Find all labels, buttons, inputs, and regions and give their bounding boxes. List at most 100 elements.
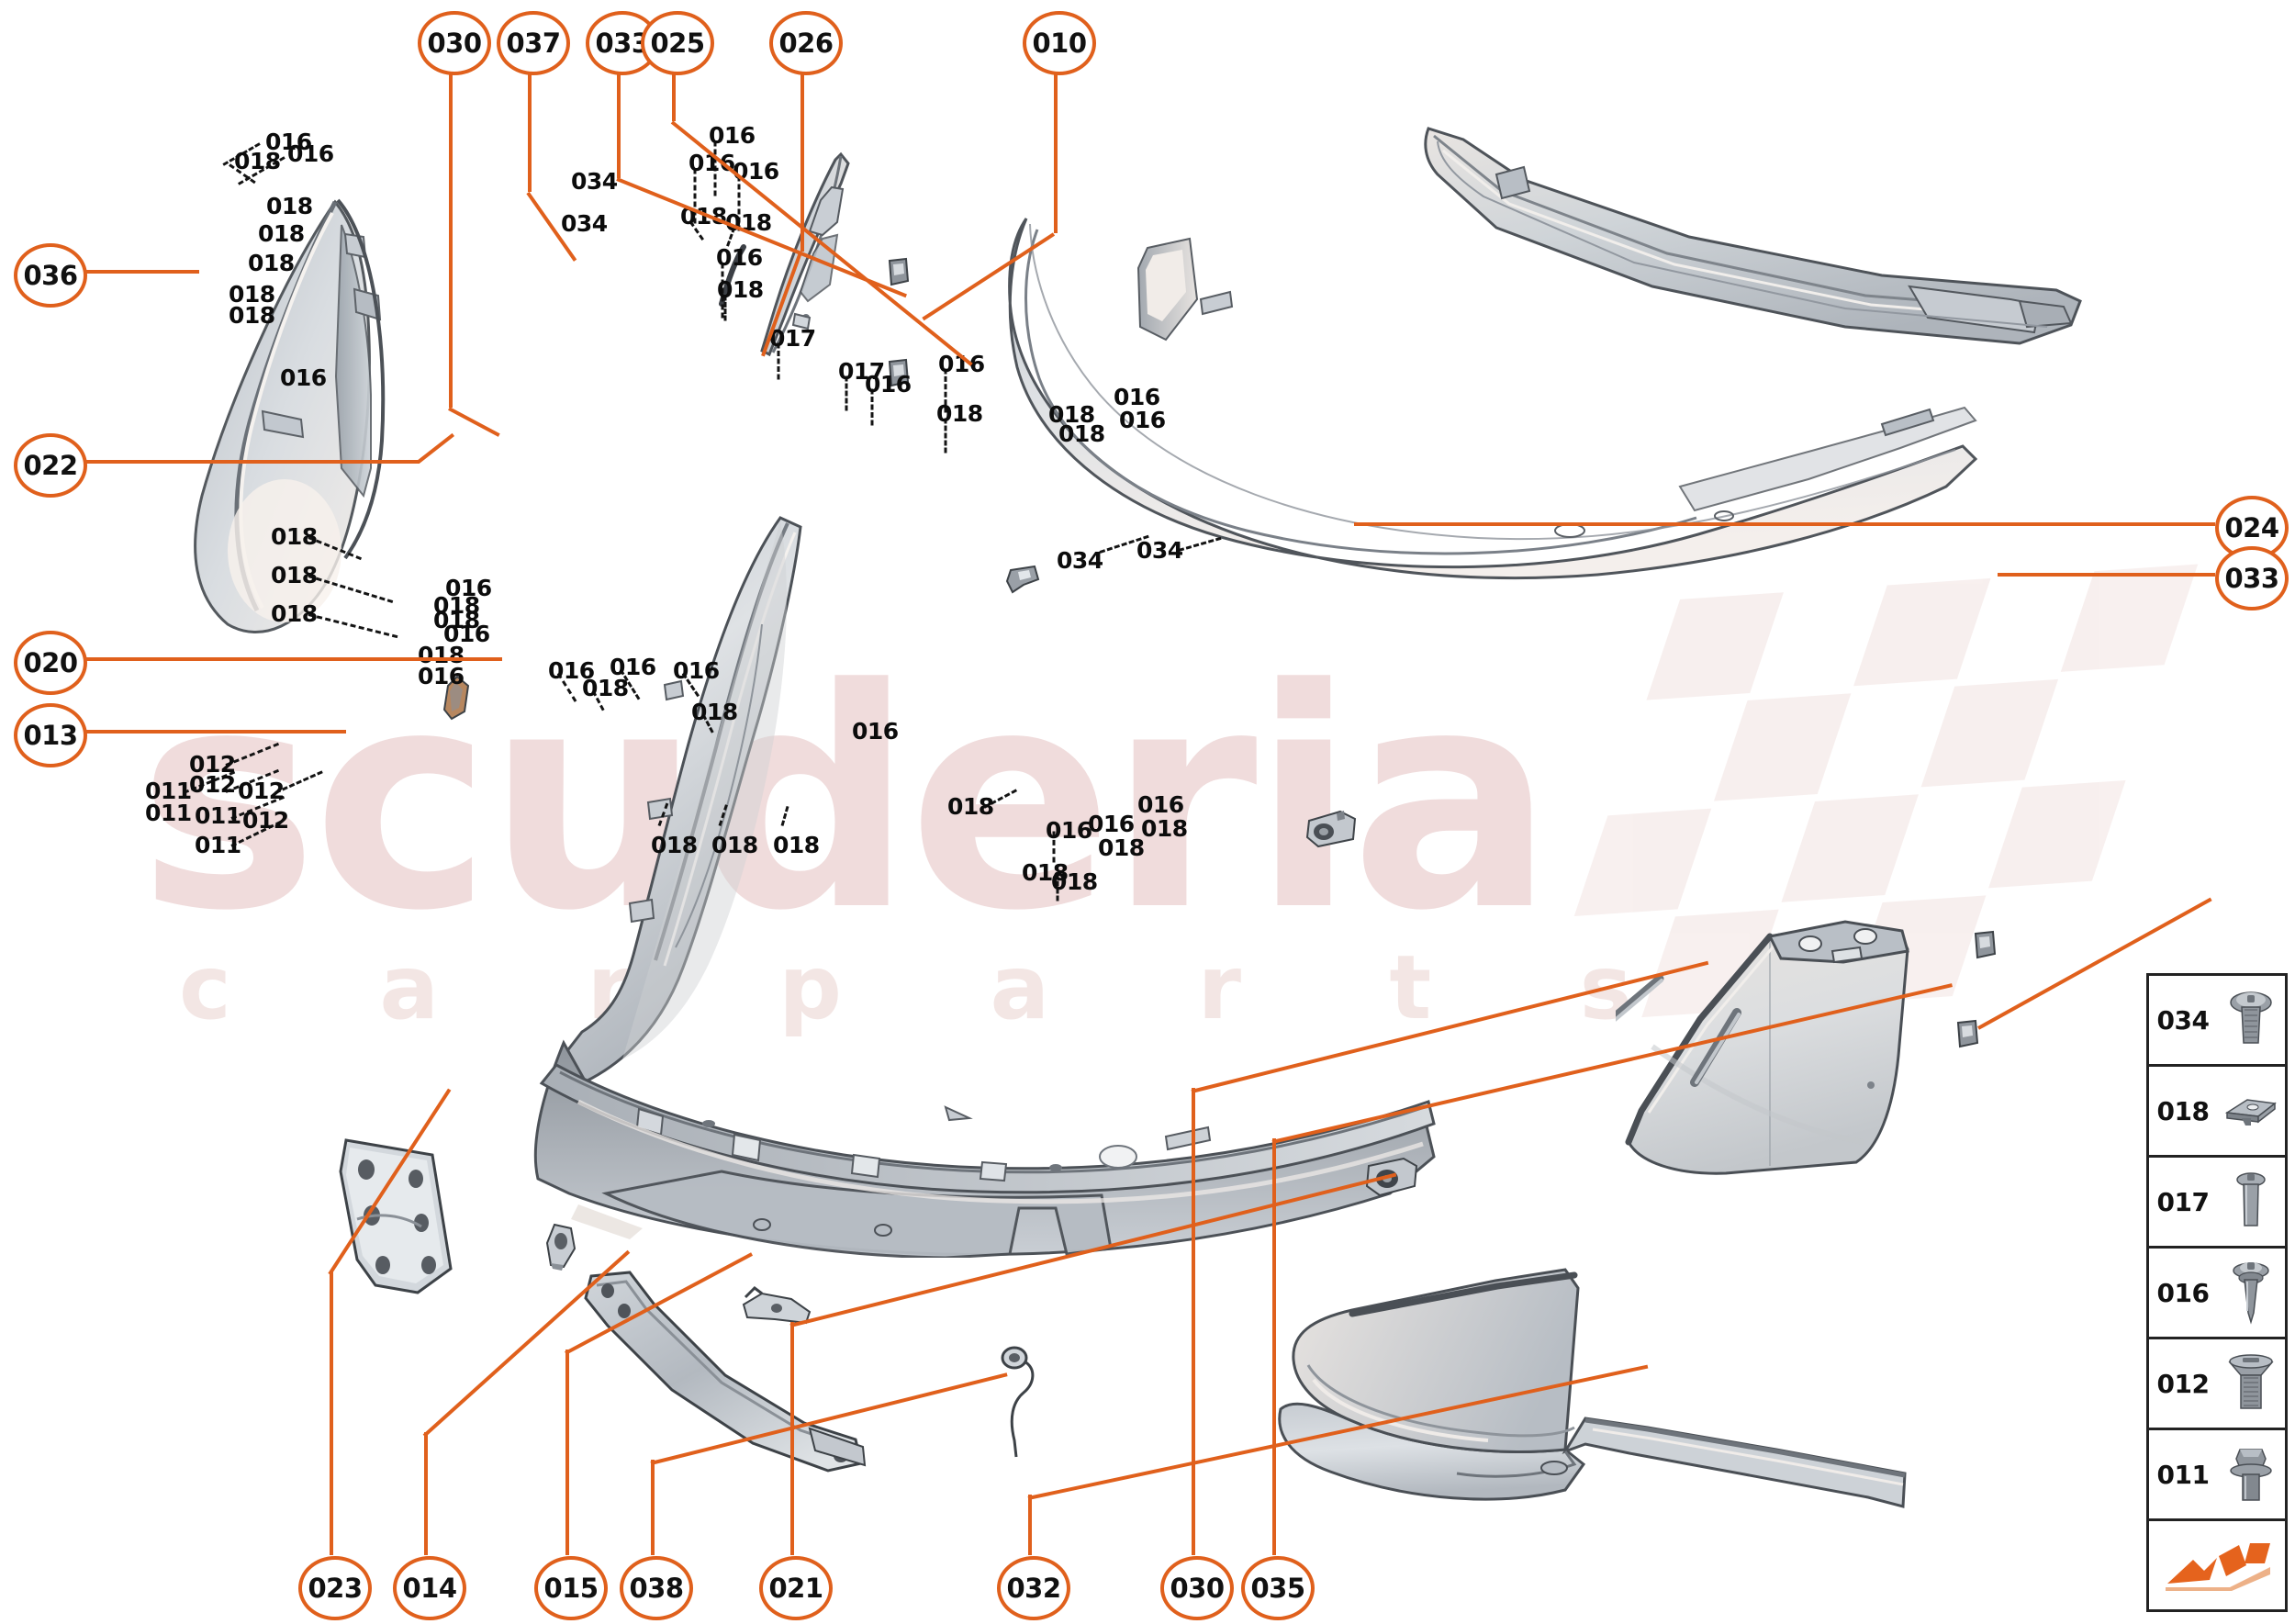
ref-label-016: 016: [280, 364, 327, 391]
leader-035-a: [1272, 1138, 1276, 1555]
callout-010-c010[interactable]: 010: [1023, 11, 1096, 75]
leader-037-a: [528, 68, 532, 192]
ref-label-016: 016: [1088, 811, 1135, 837]
leader-038-a: [651, 1460, 655, 1555]
legend-number-012: 012: [2156, 1368, 2210, 1399]
callout-038-c038[interactable]: 038: [620, 1556, 693, 1620]
ref-label-012: 012: [238, 778, 285, 804]
leader-023-a: [330, 1271, 333, 1555]
ref-label-018: 018: [418, 642, 465, 668]
button-head-bolt-icon: [2217, 990, 2285, 1050]
ref-label-016: 016: [852, 718, 899, 745]
legend-row-012[interactable]: 012: [2149, 1339, 2285, 1430]
ref-label-012: 012: [242, 807, 289, 834]
push-rivet-icon: [2217, 1260, 2285, 1326]
dash-020-9: [414, 676, 416, 678]
pin-rivet-icon: [2217, 1170, 2285, 1233]
ref-label-034: 034: [571, 168, 618, 195]
ref-label-016: 016: [610, 654, 656, 680]
leader-030-top: [449, 68, 453, 408]
leader-025-a: [672, 68, 676, 121]
callout-030-c030b[interactable]: 030: [1160, 1556, 1234, 1620]
legend-number-016: 016: [2156, 1277, 2210, 1308]
part-032-artwork: [1278, 1268, 1907, 1508]
callout-022-c022[interactable]: 022: [14, 433, 87, 498]
callout-036-c036[interactable]: 036: [14, 243, 87, 308]
callout-015-c015[interactable]: 015: [534, 1556, 608, 1620]
ref-label-016: 016: [265, 129, 312, 155]
part-025-clip-artwork: [1005, 565, 1040, 594]
ref-label-011: 011: [145, 778, 192, 804]
ref-label-016: 016: [1119, 407, 1166, 433]
ref-label-018: 018: [1051, 868, 1098, 895]
ref-label-017: 017: [769, 325, 816, 352]
ref-label-016: 016: [287, 140, 334, 167]
ref-label-034: 034: [1057, 547, 1103, 574]
legend-number-018: 018: [2156, 1095, 2210, 1126]
callout-025-c025[interactable]: 025: [641, 11, 714, 75]
part-015-artwork: [742, 1286, 812, 1325]
ref-label-016: 016: [709, 122, 756, 149]
ref-label-018: 018: [1141, 815, 1188, 842]
callout-037-c037[interactable]: 037: [497, 11, 570, 75]
part-024-bracket-artwork: [1305, 810, 1357, 848]
leader-026-a: [800, 68, 804, 252]
part-022-clip-artwork: [442, 675, 470, 721]
legend-row-016[interactable]: 016: [2149, 1249, 2285, 1339]
part-035-artwork: [1616, 920, 1909, 1175]
ref-label-012: 012: [189, 771, 236, 798]
leader-024: [1354, 522, 2215, 526]
ref-label-018: 018: [1022, 859, 1069, 886]
part-033-clip-b-artwork: [888, 358, 910, 387]
callout-013-c013[interactable]: 013: [14, 703, 87, 767]
ref-label-011: 011: [195, 802, 241, 829]
ref-label-018: 018: [1058, 420, 1105, 447]
ref-label-018: 018: [773, 832, 820, 858]
ref-label-011: 011: [145, 800, 192, 826]
ref-label-018: 018: [234, 148, 281, 174]
legend-row-011[interactable]: 011: [2149, 1430, 2285, 1521]
part-010-artwork: [1424, 127, 2082, 345]
ref-label-018: 018: [248, 250, 295, 276]
callout-014-c014[interactable]: 014: [393, 1556, 466, 1620]
dash-037-1: [566, 181, 568, 184]
hex-flange-bolt-icon: [2217, 1444, 2285, 1505]
ref-label-017: 017: [838, 358, 885, 385]
legend-number-017: 017: [2156, 1186, 2210, 1217]
callout-020-c020[interactable]: 020: [14, 631, 87, 695]
ref-label-018: 018: [936, 400, 983, 427]
ref-label-016: 016: [1046, 817, 1092, 844]
leader-010-a: [1054, 68, 1058, 233]
part-030-top-artwork: [719, 244, 746, 307]
ref-label-018: 018: [433, 592, 480, 619]
ref-label-018: 018: [711, 832, 758, 858]
callout-032-c032[interactable]: 032: [997, 1556, 1070, 1620]
ref-label-018: 018: [229, 302, 275, 329]
callout-033-c033r[interactable]: 033: [2215, 546, 2289, 610]
ref-label-016: 016: [418, 663, 465, 689]
callout-035-c035[interactable]: 035: [1241, 1556, 1315, 1620]
ref-label-016: 016: [716, 244, 763, 271]
callout-021-c021[interactable]: 021: [759, 1556, 833, 1620]
legend-row-018[interactable]: 018: [2149, 1067, 2285, 1158]
legend-row-017[interactable]: 017: [2149, 1158, 2285, 1249]
ref-label-018: 018: [1098, 834, 1145, 861]
leader-021-a: [790, 1322, 794, 1555]
part-023-artwork: [545, 1223, 577, 1271]
part-038-artwork: [1001, 1346, 1035, 1458]
callout-030-c030t[interactable]: 030: [418, 11, 491, 75]
ref-label-018: 018: [271, 562, 318, 588]
part-033-clip-d-artwork: [1956, 1019, 1979, 1048]
ref-label-018: 018: [271, 600, 318, 627]
part-033-clip-c-artwork: [1974, 930, 1997, 959]
part-036-artwork: [194, 198, 386, 633]
callout-023-c023[interactable]: 023: [298, 1556, 372, 1620]
legend-row-brand[interactable]: [2149, 1521, 2285, 1609]
legend-row-034[interactable]: 034: [2149, 976, 2285, 1067]
ref-label-016: 016: [1137, 791, 1184, 818]
callout-033-c033t[interactable]: 033: [586, 11, 659, 75]
ref-label-016: 016: [443, 621, 490, 647]
countersunk-screw-icon: [2217, 1353, 2285, 1414]
callout-026-c026[interactable]: 026: [769, 11, 843, 75]
